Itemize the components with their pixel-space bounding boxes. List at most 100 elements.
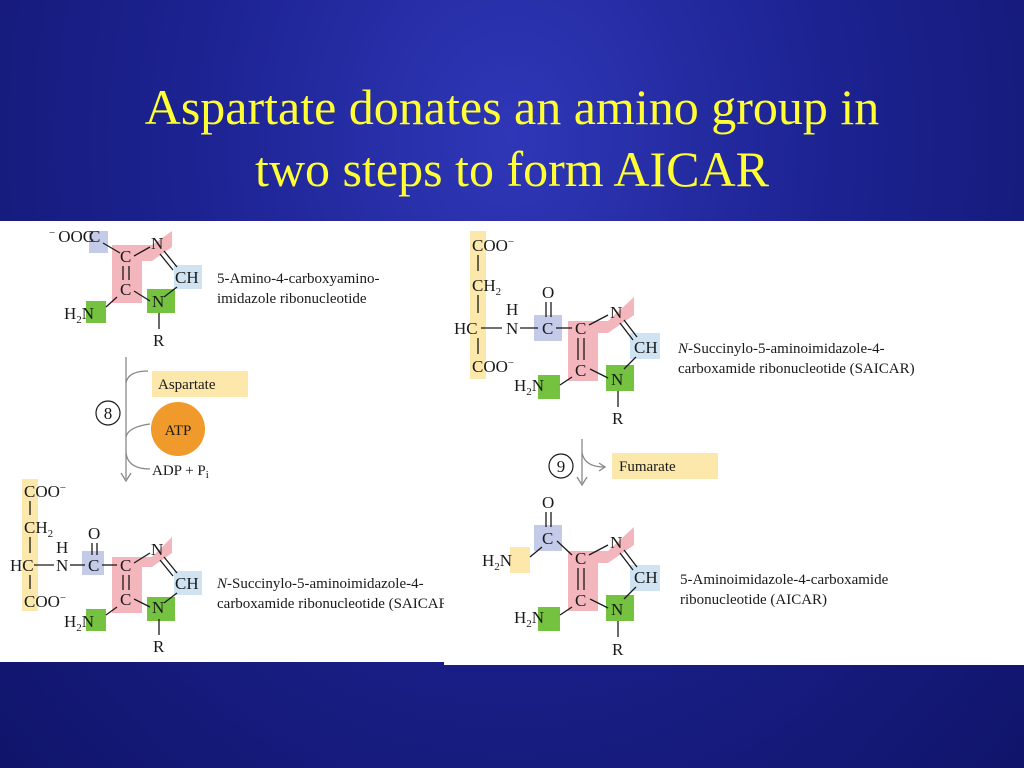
bond xyxy=(102,242,121,254)
atom-r: R xyxy=(612,640,624,659)
bond xyxy=(163,592,178,604)
step-number: 9 xyxy=(557,457,566,476)
subscript-2: 2 xyxy=(76,622,82,634)
reaction-step-9: 9 Fumarate xyxy=(548,439,718,487)
highlight-amino-n xyxy=(538,607,560,631)
bond xyxy=(589,368,609,379)
highlight-ch xyxy=(630,333,660,359)
atom-c4: C xyxy=(575,319,586,338)
atom-c4: C xyxy=(120,556,131,575)
subscript-2: 2 xyxy=(48,528,54,540)
title-line-1: Aspartate donates an amino group in xyxy=(144,79,880,135)
subscript-2: 2 xyxy=(76,314,82,326)
reaction-step-8: 8 Aspartate ATP ADP + Pi xyxy=(95,357,248,483)
atom-c-carbonyl: C xyxy=(542,529,553,548)
compound-name-line-2: carboxamide ribonucleotide (SAICAR) xyxy=(678,361,915,377)
label-h2n-amide: H2N xyxy=(482,551,512,573)
atom-n3: N xyxy=(151,540,163,559)
step-number: 8 xyxy=(104,404,113,423)
bond xyxy=(559,376,573,386)
step-number-circle xyxy=(95,400,121,426)
atp-circle xyxy=(151,402,205,456)
atom-hc: HC xyxy=(454,319,478,338)
bond xyxy=(163,250,178,268)
arrow-curve-head xyxy=(598,462,607,472)
bond xyxy=(163,286,178,298)
highlight-ring-n xyxy=(147,289,175,313)
reagent-aspartate: Aspartate xyxy=(158,377,216,393)
title-line-2: two steps to form AICAR xyxy=(255,141,769,197)
atom-c4: C xyxy=(120,247,131,266)
products-subscript: i xyxy=(206,469,209,481)
cofactor-atp: ATP xyxy=(165,423,192,439)
bond xyxy=(133,290,151,302)
charge-minus: − xyxy=(60,592,66,604)
highlight-ring-pink xyxy=(112,537,172,613)
bond xyxy=(529,546,543,558)
compound-name-line-2: ribonucleotide (AICAR) xyxy=(680,592,827,608)
fumarate-box xyxy=(612,453,718,479)
atom-c-carboxyl: C xyxy=(89,227,100,246)
arrow-curve-aspartate xyxy=(125,370,149,384)
compound-name-line-2: carboxamide ribonucleotide (SAICAR) xyxy=(217,596,444,612)
highlight-amino-n xyxy=(538,375,560,399)
atom-coo: COO xyxy=(472,236,508,255)
compound-name-line-2: imidazole ribonucleotide xyxy=(217,291,367,307)
slide-title: Aspartate donates an amino group in two … xyxy=(0,76,1024,200)
bond xyxy=(105,606,118,616)
subscript-2: 2 xyxy=(494,561,500,573)
atom-h: H xyxy=(482,551,494,570)
reaction-arrowhead xyxy=(120,472,132,483)
highlight-ring-pink xyxy=(112,231,172,303)
atom-ch2: CH xyxy=(24,518,48,537)
atom-h-amide: H xyxy=(56,538,68,557)
compound-name-line-1: 5-Amino-4-carboxyamino- xyxy=(217,271,379,287)
label-h2n: H2N xyxy=(514,608,544,630)
bond xyxy=(589,598,609,609)
italic-n: N xyxy=(677,341,689,357)
atom-r: R xyxy=(153,331,165,350)
atom-ch: CH xyxy=(175,574,199,593)
highlight-amide-n xyxy=(510,547,530,573)
atom-ooc: OOC xyxy=(58,227,94,246)
bond xyxy=(159,253,174,271)
label-h2n: H2N xyxy=(64,612,94,634)
atom-ch2: CH xyxy=(472,276,496,295)
atom-h: H xyxy=(64,612,76,631)
atom-n-amide: N xyxy=(56,556,68,575)
label-coo-bottom: COO− xyxy=(24,592,66,611)
arrow-curve-adp xyxy=(125,452,151,470)
atom-c-carbonyl: C xyxy=(542,319,553,338)
bond xyxy=(588,544,609,556)
highlight-amino-n xyxy=(86,301,106,323)
atom-h: H xyxy=(64,304,76,323)
atom-n-amino: N xyxy=(532,376,544,395)
arrow-curve-atp xyxy=(125,423,151,438)
bond xyxy=(559,606,573,616)
atom-o: O xyxy=(542,493,554,512)
compound-saicar-left: COO− CH2 HC H N C O C N CH xyxy=(10,479,444,656)
atom-ch: CH xyxy=(175,268,199,287)
subscript-2: 2 xyxy=(526,618,532,630)
label-coo-bottom: COO− xyxy=(472,357,514,376)
atom-c5: C xyxy=(575,361,586,380)
label-h2n: H2N xyxy=(514,376,544,398)
bond xyxy=(588,314,609,326)
bond xyxy=(133,246,151,257)
highlight-ring-n xyxy=(606,365,634,391)
label-coo-top: COO− xyxy=(472,236,514,255)
atom-c4: C xyxy=(575,549,586,568)
product-fumarate: Fumarate xyxy=(619,459,676,475)
label-coo-top: COO− xyxy=(24,482,66,501)
bond xyxy=(619,322,634,341)
charge-minus: − xyxy=(508,357,514,369)
atom-n1: N xyxy=(611,600,623,619)
atom-n1: N xyxy=(152,292,164,311)
atom-coo: COO xyxy=(24,592,60,611)
atom-o: O xyxy=(88,524,100,543)
atom-h-amide: H xyxy=(506,300,518,319)
highlight-ch xyxy=(630,565,660,591)
atom-n1: N xyxy=(611,370,623,389)
subscript-2: 2 xyxy=(526,386,532,398)
atom-r: R xyxy=(153,637,165,656)
